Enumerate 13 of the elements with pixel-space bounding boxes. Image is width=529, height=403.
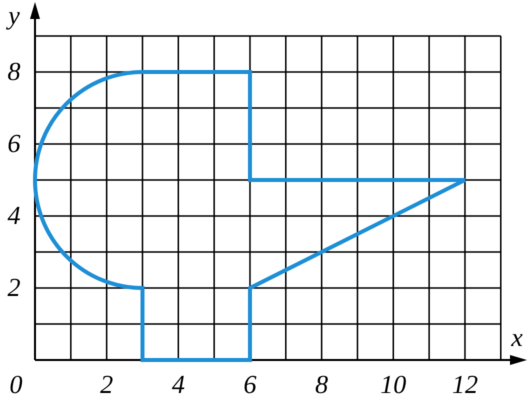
axis-label: y	[8, 3, 20, 29]
tick-label: 10	[380, 372, 406, 398]
tick-label: 4	[172, 372, 185, 398]
tick-label: 0	[10, 372, 22, 398]
tick-label: 12	[452, 372, 478, 398]
tick-label: 2	[8, 275, 20, 301]
tick-label: 6	[8, 131, 20, 157]
tick-label: 8	[8, 59, 20, 85]
tick-label: 8	[315, 372, 328, 398]
axis-label: x	[511, 325, 523, 351]
tick-label: 4	[8, 203, 20, 229]
tick-label: 6	[243, 372, 256, 398]
tick-label: 2	[100, 372, 114, 398]
